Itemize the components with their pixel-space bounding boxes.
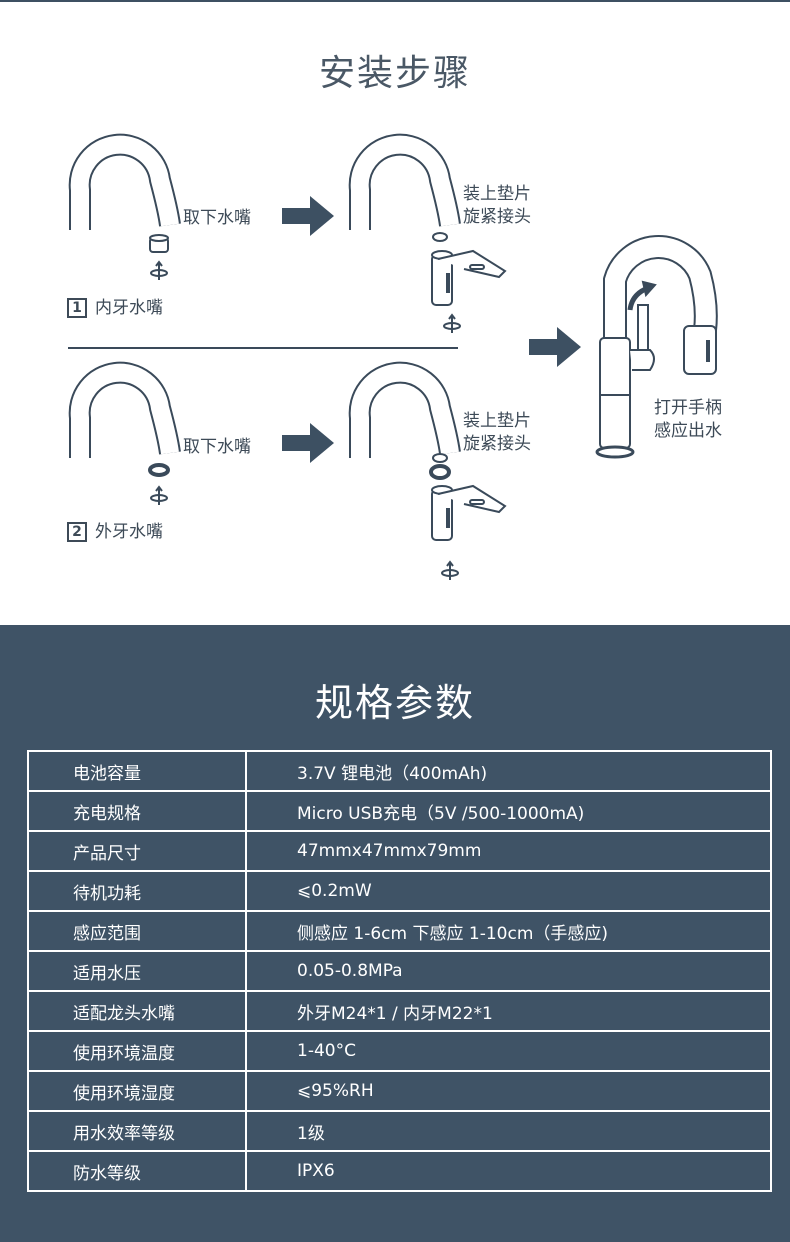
spec-label: 用水效率等级 — [27, 1110, 247, 1152]
install-title: 安装步骤 — [318, 53, 471, 94]
final-line1: 打开手柄 — [654, 398, 722, 418]
type-label-1: 1 内牙水嘴 — [67, 296, 163, 320]
install-illustration — [68, 0, 718, 581]
spec-label: 使用环境湿度 — [27, 1070, 247, 1112]
spec-label: 待机功耗 — [27, 870, 247, 912]
spec-label: 电池容量 — [27, 750, 247, 792]
step-install-line1-1: 装上垫片 — [463, 184, 531, 204]
arrow-right-icon — [281, 195, 335, 237]
final-line2: 感应出水 — [654, 421, 722, 441]
spec-label: 充电规格 — [27, 790, 247, 832]
spec-value: ⩽95%RH — [245, 1070, 772, 1112]
step-remove-label-1: 取下水嘴 — [183, 208, 251, 228]
step-install-line2-1: 旋紧接头 — [463, 207, 531, 227]
step-install-line1-2: 装上垫片 — [463, 411, 531, 431]
spec-label: 防水等级 — [27, 1150, 247, 1192]
spec-label: 适用水压 — [27, 950, 247, 992]
install-section — [0, 0, 790, 625]
type-name-1: 内牙水嘴 — [95, 298, 163, 318]
step-number-1: 1 — [67, 298, 87, 318]
type-label-2: 2 外牙水嘴 — [67, 520, 163, 544]
spec-value: ⩽0.2mW — [245, 870, 772, 912]
spec-value: 侧感应 1-6cm 下感应 1-10cm（手感应) — [245, 910, 772, 952]
table-row: 感应范围侧感应 1-6cm 下感应 1-10cm（手感应) — [27, 910, 772, 952]
spec-label: 使用环境温度 — [27, 1030, 247, 1072]
spec-value: Micro USB充电（5V /500-1000mA) — [245, 790, 772, 832]
step-number-2: 2 — [67, 522, 87, 542]
step-remove-label-2: 取下水嘴 — [183, 437, 251, 457]
spec-value: 1级 — [245, 1110, 772, 1152]
step-install-line2-2: 旋紧接头 — [463, 434, 531, 454]
spec-label: 产品尺寸 — [27, 830, 247, 872]
spec-label: 适配龙头水嘴 — [27, 990, 247, 1032]
specs-title: 规格参数 — [314, 681, 475, 725]
arrow-right-icon — [281, 422, 335, 464]
spec-value: 3.7V 锂电池（400mAh) — [245, 750, 772, 792]
type-name-2: 外牙水嘴 — [95, 522, 163, 542]
spec-value: 0.05-0.8MPa — [245, 950, 772, 992]
faucet-final — [595, 235, 718, 459]
top-divider — [0, 0, 790, 2]
spec-value: IPX6 — [245, 1150, 772, 1192]
spec-value: 47mmx47mmx79mm — [245, 830, 772, 872]
spec-label: 感应范围 — [27, 910, 247, 952]
table-row: 适配龙头水嘴外牙M24*1 / 内牙M22*1 — [27, 990, 772, 1032]
faucet-1a — [80, 145, 170, 230]
table-row: 待机功耗⩽0.2mW — [27, 870, 772, 912]
arrow-right-icon — [528, 326, 582, 368]
spec-value: 外牙M24*1 / 内牙M22*1 — [245, 990, 772, 1032]
table-row: 使用环境湿度⩽95%RH — [27, 1070, 772, 1112]
spec-value: 1-40°C — [245, 1030, 772, 1072]
